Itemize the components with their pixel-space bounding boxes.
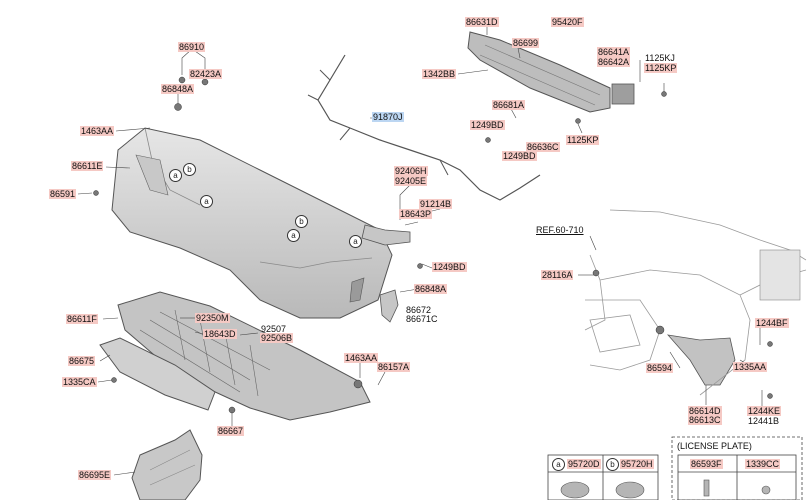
callout-b-2: b bbox=[295, 215, 308, 228]
label-86671C: 86671C bbox=[406, 314, 438, 324]
label-92350M: 92350M bbox=[195, 313, 230, 323]
label-18643D: 18643D bbox=[203, 329, 237, 339]
label-86848A-top: 86848A bbox=[161, 84, 195, 94]
bumper-beam bbox=[467, 31, 611, 113]
label-86681A: 86681A bbox=[492, 100, 526, 110]
label-1125KP: 1125KP bbox=[566, 135, 600, 145]
callout-a-2: a bbox=[200, 195, 213, 208]
label-91870J: 91870J bbox=[372, 112, 404, 122]
callout-b-1: b bbox=[183, 163, 196, 176]
lower-trim bbox=[99, 337, 216, 411]
label-1335CA: 1335CA bbox=[62, 377, 97, 387]
label-92405E: 92405E bbox=[394, 176, 428, 186]
label-86613C: 86613C bbox=[688, 415, 722, 425]
label-95420F: 95420F bbox=[551, 17, 584, 27]
callout-a-1: a bbox=[169, 169, 182, 182]
label-86672: 86672 bbox=[406, 305, 432, 315]
label-86642A: 86642A bbox=[597, 57, 631, 67]
label-86848A-mid: 86848A bbox=[414, 284, 448, 294]
label-86611F: 86611F bbox=[66, 314, 98, 324]
label-86611E: 86611E bbox=[71, 161, 104, 171]
label-86631D: 86631D bbox=[465, 17, 499, 27]
label-1244BF: 1244BF bbox=[755, 318, 789, 328]
label-86699: 86699 bbox=[512, 38, 540, 48]
label-86594: 86594 bbox=[646, 363, 674, 373]
label-28116A: 28116A bbox=[541, 270, 574, 280]
label-86641A: 86641A bbox=[597, 47, 631, 57]
label-86667: 86667 bbox=[217, 426, 245, 436]
label-1244KE: 1244KE bbox=[747, 406, 782, 416]
label-92507: 92507 bbox=[261, 324, 287, 334]
label-86591: 86591 bbox=[49, 189, 77, 199]
label-1125KJ: 1125KJ bbox=[645, 53, 675, 63]
label-ref-60-710: REF.60-710 bbox=[536, 225, 584, 235]
label-86675: 86675 bbox=[68, 356, 96, 366]
label-1249BD-b: 1249BD bbox=[502, 151, 537, 161]
label-1342BB: 1342BB bbox=[422, 69, 457, 79]
label-86614D: 86614D bbox=[688, 406, 722, 416]
label-1335AA: 1335AA bbox=[733, 362, 768, 372]
label-86636C: 86636C bbox=[526, 142, 560, 152]
legend-license-part-2: 1339CC bbox=[745, 459, 781, 469]
label-92506B: 92506B bbox=[260, 333, 294, 343]
legend-a-part: 95720D bbox=[567, 459, 601, 469]
label-92406H: 92406H bbox=[394, 166, 428, 176]
legend-license-title: (LICENSE PLATE) bbox=[677, 441, 752, 451]
callout-a-4: a bbox=[349, 235, 362, 248]
label-1249BD-c: 1249BD bbox=[432, 262, 467, 272]
label-1463AA-left: 1463AA bbox=[80, 126, 115, 136]
label-18643P: 18643P bbox=[399, 209, 433, 219]
label-86910: 86910 bbox=[178, 42, 206, 52]
label-1249BD-a: 1249BD bbox=[470, 120, 505, 130]
bracket-86614D bbox=[666, 334, 736, 386]
legend-callout-a: a bbox=[552, 458, 565, 471]
label-1125KP-top: 1125KP bbox=[644, 63, 678, 73]
label-82423A: 82423A bbox=[189, 69, 223, 79]
label-91214B: 91214B bbox=[419, 199, 453, 209]
reflector-86672 bbox=[379, 289, 399, 323]
label-86157A: 86157A bbox=[377, 362, 411, 372]
legend-license-part-1: 86593F bbox=[690, 459, 723, 469]
legend-callout-b: b bbox=[606, 458, 619, 471]
mud-guard bbox=[131, 429, 203, 500]
label-1463AA-right: 1463AA bbox=[344, 353, 379, 363]
callout-a-3: a bbox=[287, 229, 300, 242]
label-12441B: 12441B bbox=[748, 416, 780, 426]
bumper-cover bbox=[111, 127, 393, 319]
bracket-92405E bbox=[361, 224, 411, 246]
label-86695E: 86695E bbox=[78, 470, 112, 480]
legend-b-part: 95720H bbox=[620, 459, 654, 469]
